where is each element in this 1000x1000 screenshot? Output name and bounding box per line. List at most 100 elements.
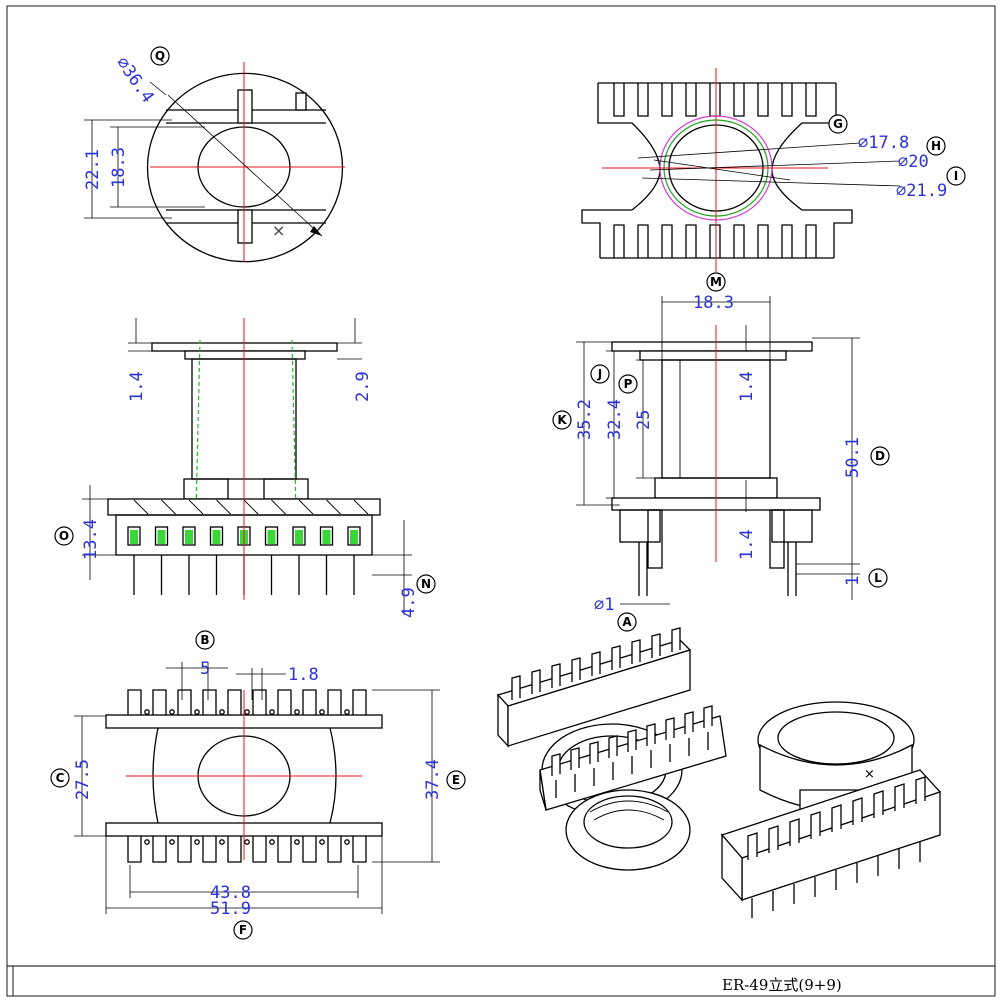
plan-view-left: 5 1.8 27.5 37.4 43.8 51.9 — [73, 659, 443, 919]
pin-hole — [194, 839, 200, 845]
bubble-p: P — [618, 374, 638, 394]
iso-fin — [810, 811, 821, 839]
pin-hole — [269, 709, 275, 715]
pin-cell — [292, 526, 306, 546]
iso-fin — [873, 790, 884, 818]
fin-slot — [685, 224, 697, 258]
bubble-b: B — [195, 630, 215, 650]
pin-pad — [130, 530, 138, 544]
dim-i-dia: ⌀21.9 — [896, 181, 947, 201]
svg-text:Q: Q — [155, 49, 165, 63]
pin-lead — [326, 499, 341, 515]
fin-slot — [637, 83, 649, 117]
iso-fin — [531, 669, 541, 694]
plan-fin — [202, 689, 217, 715]
plan-bottom-fins — [127, 836, 367, 863]
bubble-m: M — [706, 272, 726, 292]
iso-fin — [665, 717, 675, 740]
dim-1-4-front: 1.4 — [127, 371, 147, 402]
top-view-left: ⌀36.4 × 22.1 18.3 — [83, 53, 345, 263]
pin-lead — [188, 499, 204, 515]
pin-pad — [185, 530, 193, 544]
sheet-border — [6, 5, 996, 997]
fin-slot — [709, 224, 721, 258]
iso-fin — [703, 705, 713, 728]
svg-text:K: K — [557, 413, 567, 427]
dim-g-dia: ⌀17.8 — [858, 133, 909, 153]
bubble-g: G — [828, 114, 848, 134]
svg-text:H: H — [931, 139, 941, 153]
iso-fin — [747, 832, 758, 860]
iso-fin — [789, 818, 800, 846]
svg-text:N: N — [421, 577, 431, 591]
dim-22-1: 22.1 — [83, 149, 103, 190]
iso-fin — [852, 797, 863, 825]
dim-pin-dia: ⌀1 — [594, 595, 614, 615]
plan-fin — [252, 836, 267, 863]
pin-cell — [182, 526, 196, 546]
svg-text:G: G — [833, 117, 843, 131]
bubble-f: F — [233, 920, 253, 940]
bubble-l: L — [868, 568, 888, 588]
pin-hole — [144, 839, 150, 845]
dim-13-4: 13.4 — [81, 519, 101, 560]
iso-fin — [511, 675, 521, 700]
bubble-k: K — [552, 410, 572, 430]
iso-fin — [608, 735, 618, 758]
plan-fin — [302, 836, 317, 863]
dim-m-18-3: 18.3 — [693, 293, 734, 313]
pin-lead — [353, 499, 369, 515]
iso-fin — [551, 663, 561, 688]
pin-hole — [144, 709, 150, 715]
svg-text:D: D — [875, 449, 885, 463]
svg-text:A: A — [622, 615, 632, 629]
x-mark: × — [272, 221, 285, 240]
fin-slot — [661, 224, 673, 258]
dim-25: 25 — [634, 410, 654, 430]
pin-lead — [298, 499, 314, 515]
plan-fin — [327, 689, 342, 715]
dim-32-4: 32.4 — [605, 399, 625, 440]
plan-fin — [327, 836, 342, 863]
pin-lead — [243, 499, 259, 515]
svg-text:E: E — [452, 773, 460, 787]
pin-lead — [216, 499, 231, 515]
pin-hole — [319, 839, 325, 845]
plan-fin — [302, 689, 317, 715]
iso-fin — [671, 627, 681, 652]
fin-slot — [733, 83, 745, 117]
plan-fin — [277, 836, 292, 863]
iso-fin — [915, 776, 926, 804]
isometric-view-assembled: × — [720, 701, 942, 918]
plan-fin — [202, 836, 217, 863]
iso-fin — [651, 633, 661, 658]
fin-slot — [805, 83, 817, 117]
iso-fin — [570, 747, 580, 770]
iso-fin — [684, 711, 694, 734]
fin-slot — [781, 83, 793, 117]
pin-hole — [194, 709, 200, 715]
dim-5: 5 — [200, 659, 210, 679]
iso-fin — [551, 753, 561, 776]
iso-fin — [631, 639, 641, 664]
bubble-q: Q — [150, 46, 170, 66]
iso-fin — [591, 651, 601, 676]
plan-top-fins — [127, 689, 367, 715]
pin-hole — [244, 839, 250, 845]
pin-lead — [161, 499, 176, 515]
fin-slot — [613, 83, 625, 117]
pin-lead — [133, 499, 149, 515]
iso-fin — [589, 741, 599, 764]
bubble-h: H — [926, 136, 946, 156]
pin-lead — [271, 499, 286, 515]
pin-cell — [264, 526, 279, 546]
pin-cell — [127, 526, 141, 546]
plan-fin — [127, 689, 142, 715]
svg-text:M: M — [710, 275, 722, 289]
dim-1-4-bot: 1.4 — [737, 529, 757, 560]
pin-cell — [347, 526, 361, 546]
iso-x-mark: × — [864, 767, 875, 782]
pin-hole — [344, 709, 350, 715]
bubble-n: N — [416, 574, 436, 594]
